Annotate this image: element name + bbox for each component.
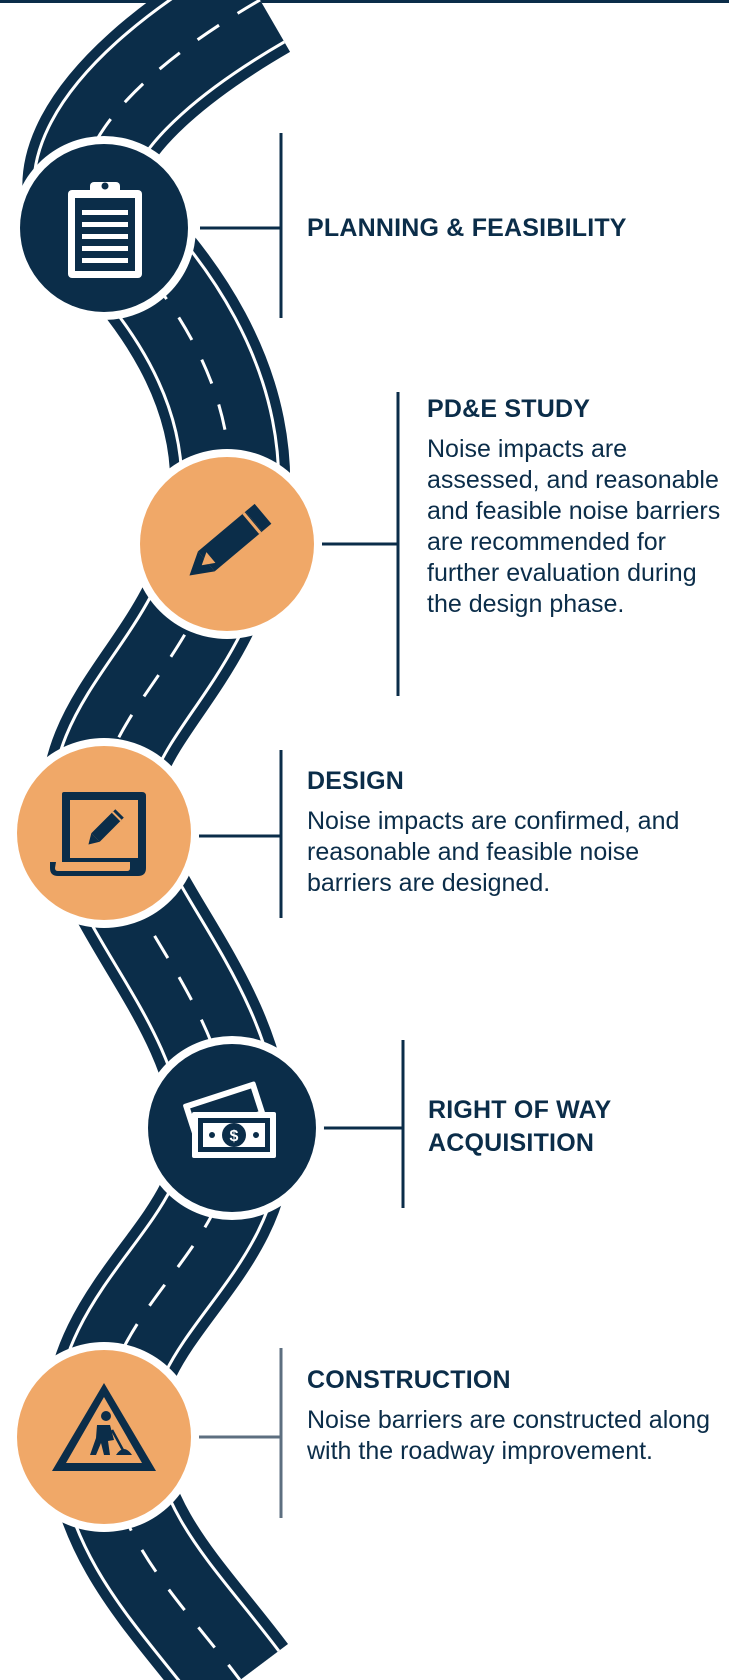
step-title: PD&E STUDY <box>427 395 591 423</box>
design-circle <box>9 738 199 928</box>
step-title: RIGHT OF WAY ACQUISITION <box>428 1096 612 1157</box>
step-planning: PLANNING & FEASIBILITY <box>307 212 717 245</box>
planning-circle <box>12 136 196 320</box>
top-rule <box>0 0 729 3</box>
pencil-icon <box>189 503 272 576</box>
clipboard-icon <box>68 182 142 278</box>
construction-sign-icon <box>52 1383 156 1471</box>
svg-text:$: $ <box>230 1128 239 1145</box>
step-pde-study: PD&E STUDY Noise impacts are assessed, a… <box>427 393 727 620</box>
step-construction: CONSTRUCTION Noise barriers are construc… <box>307 1364 717 1467</box>
step-description: Noise impacts are assessed, and reasonab… <box>427 435 721 618</box>
construction-circle <box>9 1342 199 1532</box>
pde-circle <box>132 449 322 639</box>
blueprint-icon <box>50 792 146 876</box>
step-title: DESIGN <box>307 767 405 795</box>
connector-construction-group <box>199 1348 283 1518</box>
connectors <box>199 133 405 1208</box>
step-right-of-way: RIGHT OF WAY ACQUISITION <box>428 1094 718 1160</box>
step-title: PLANNING & FEASIBILITY <box>307 214 627 242</box>
step-description: Noise impacts are confirmed, and reasona… <box>307 807 680 897</box>
step-title: CONSTRUCTION <box>307 1366 511 1394</box>
step-description: Noise barriers are constructed along wit… <box>307 1406 710 1465</box>
step-design: DESIGN Noise impacts are confirmed, and … <box>307 765 707 899</box>
money-icon: $ <box>183 1081 276 1158</box>
right-of-way-circle: $ <box>140 1036 324 1220</box>
